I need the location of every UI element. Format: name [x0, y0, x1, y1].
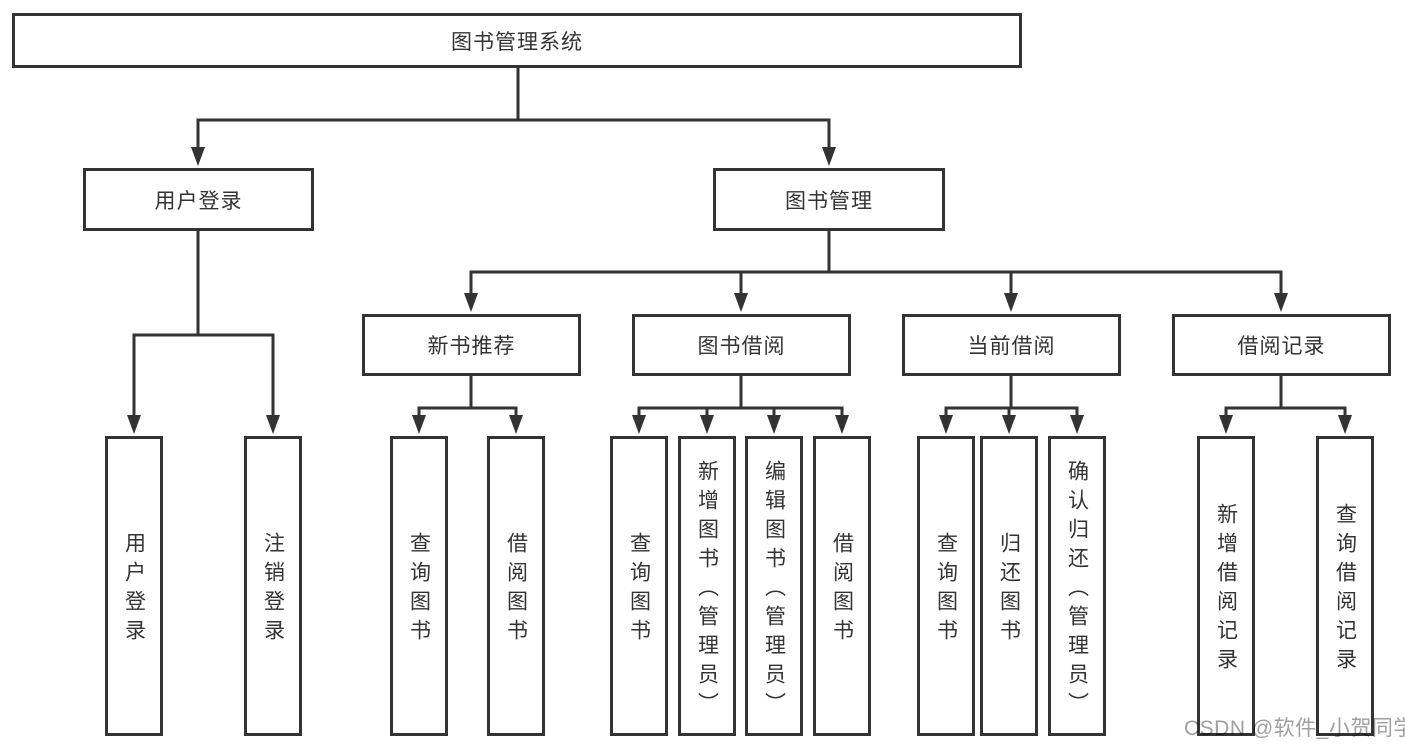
leaf-query-borrow-record: 查询借阅记录	[1316, 436, 1374, 736]
node-label: 图书借阅	[697, 335, 786, 358]
leaf-query-books-recommend: 查询图书	[390, 436, 448, 736]
node-new-book-recommend: 新书推荐	[362, 314, 581, 376]
node-label: 归还图书	[997, 532, 1021, 648]
leaf-logout-login: 注销登录	[244, 436, 302, 736]
node-current-borrow: 当前借阅	[902, 314, 1121, 376]
node-label: 借阅图书	[830, 532, 854, 648]
leaf-query-books-current: 查询图书	[917, 436, 975, 736]
edge-new-book-rec-to-leaves	[412, 373, 523, 434]
node-label: 编辑图书（管理员）	[762, 459, 786, 721]
node-label: 查询图书	[934, 532, 958, 648]
node-label: 新增借阅记录	[1214, 503, 1238, 677]
node-label: 新增图书（管理员）	[695, 459, 719, 721]
edge-book-mgmt-to-level3	[464, 229, 1288, 312]
edge-book-borrow-to-leaves	[632, 373, 849, 434]
node-label: 借阅记录	[1237, 335, 1326, 358]
csdn-watermark: CSDN @软件_小贺同学	[1184, 717, 1405, 740]
node-borrow-records: 借阅记录	[1172, 314, 1391, 376]
node-library-system: 图书管理系统	[12, 13, 1022, 68]
node-label: 图书管理系统	[451, 30, 583, 54]
edge-user-login-to-leaves	[127, 229, 280, 434]
node-label: 图书管理	[785, 189, 873, 213]
leaf-add-book-admin: 新增图书（管理员）	[678, 436, 736, 736]
leaf-return-book: 归还图书	[980, 436, 1038, 736]
node-book-borrow: 图书借阅	[632, 314, 851, 376]
node-user-login: 用户登录	[83, 168, 314, 231]
leaf-confirm-return-admin: 确认归还（管理员）	[1048, 436, 1106, 736]
node-label: 查询图书	[627, 532, 651, 648]
leaf-edit-book-admin: 编辑图书（管理员）	[745, 436, 803, 736]
node-label: 注销登录	[261, 532, 285, 648]
leaf-borrow-books-recommend: 借阅图书	[487, 436, 545, 736]
node-label: 当前借阅	[967, 335, 1056, 358]
leaf-borrow-books: 借阅图书	[813, 436, 871, 736]
leaf-add-borrow-record: 新增借阅记录	[1197, 436, 1255, 736]
node-label: 用户登录	[154, 189, 243, 213]
leaf-query-books-borrow: 查询图书	[610, 436, 668, 736]
edge-root-to-level2	[191, 66, 836, 166]
node-label: 确认归还（管理员）	[1065, 459, 1089, 721]
node-label: 新书推荐	[427, 335, 516, 358]
node-label: 借阅图书	[504, 532, 528, 648]
node-label: 用户登录	[122, 532, 146, 648]
node-label: 查询图书	[407, 532, 431, 648]
node-book-mgmt: 图书管理	[713, 168, 945, 231]
node-label: 查询借阅记录	[1333, 503, 1357, 677]
leaf-user-login: 用户登录	[105, 436, 163, 736]
edge-borrow-records-to-leaves	[1219, 373, 1352, 434]
edge-current-borrow-to-leaves	[939, 373, 1084, 434]
